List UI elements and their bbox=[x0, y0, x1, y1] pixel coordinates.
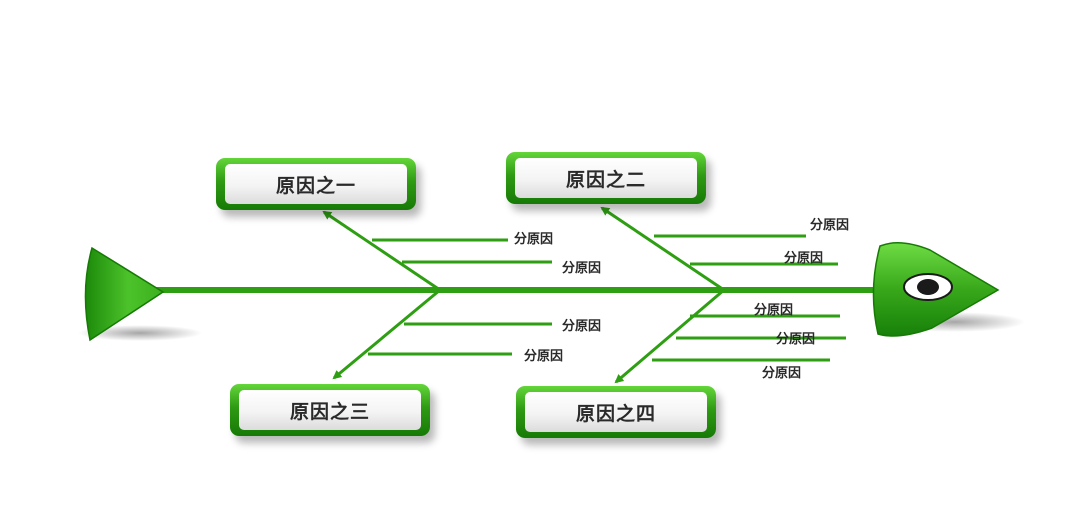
bone-cause-4 bbox=[614, 288, 725, 384]
cause-box-2: 原因之二 bbox=[506, 152, 706, 204]
cause-box-3: 原因之三 bbox=[230, 384, 430, 436]
bone-cause-2 bbox=[600, 206, 725, 292]
cause-label-3: 原因之三 bbox=[239, 390, 421, 430]
sub-cause-label: 分原因 bbox=[562, 319, 602, 334]
sub-cause-label: 分原因 bbox=[810, 218, 850, 233]
sub-cause-label: 分原因 bbox=[784, 251, 824, 266]
fish-tail bbox=[84, 246, 165, 342]
cause-label-4: 原因之四 bbox=[525, 392, 707, 432]
fish-eye-pupil bbox=[917, 279, 939, 295]
sub-cause-label: 分原因 bbox=[762, 366, 802, 381]
cause-box-4: 原因之四 bbox=[516, 386, 716, 438]
sub-cause-label: 分原因 bbox=[524, 349, 564, 364]
sub-cause-label: 分原因 bbox=[776, 332, 816, 347]
bone-cause-3 bbox=[332, 288, 441, 380]
sub-cause-label: 分原因 bbox=[562, 261, 602, 276]
bone-cause-1 bbox=[322, 210, 441, 292]
tail-shadow bbox=[78, 325, 202, 341]
sub-cause-label: 分原因 bbox=[754, 303, 794, 318]
sub-cause-label: 分原因 bbox=[514, 232, 554, 247]
cause-box-1: 原因之一 bbox=[216, 158, 416, 210]
cause-label-1: 原因之一 bbox=[225, 164, 407, 204]
cause-label-2: 原因之二 bbox=[515, 158, 697, 198]
